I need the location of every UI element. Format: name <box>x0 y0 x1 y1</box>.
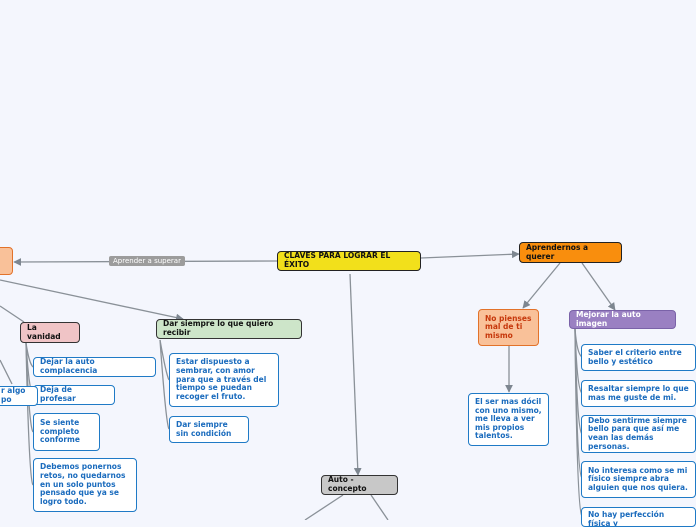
node-central-topic[interactable]: CLAVES PARA LOGRAR EL ÉXITO <box>277 251 421 271</box>
node-la-vanidad[interactable]: La vanidad <box>20 322 80 343</box>
node-mejorar-item-2[interactable]: Resaltar siempre lo que mas me guste de … <box>581 380 696 407</box>
node-dar-item-1[interactable]: Estar dispuesto a sembrar, con amor para… <box>169 353 279 407</box>
edge-left-to-dar-siempre <box>0 279 184 322</box>
node-mejorar-item-4[interactable]: No interesa como se mi físico siempre ab… <box>581 461 696 498</box>
edge-center-to-autoconcepto <box>349 273 362 476</box>
node-no-pienses[interactable]: No pienses mal de ti mismo <box>478 309 539 346</box>
node-aprendernos-a-querer[interactable]: Aprendernos a querer <box>519 242 622 263</box>
node-mejorar-item-3[interactable]: Debo sentirme siempre bello para que así… <box>581 415 696 453</box>
node-vanidad-item-3[interactable]: Se siente completo conforme <box>33 413 100 451</box>
node-mejorar-item-1[interactable]: Saber el criterio entre bello y estético <box>581 344 696 371</box>
edge-label-aprender-a-superar: Aprender a superar <box>109 256 185 266</box>
edge-aprendernos-to-mejorar <box>581 262 616 311</box>
node-dar-siempre[interactable]: Dar siempre lo que quiero recibir <box>156 319 302 339</box>
node-mejorar-item-5[interactable]: No hay perfección física y <box>581 507 696 527</box>
node-left-partial-item[interactable]: r algo po <box>0 386 38 406</box>
edge-aprendernos-to-nopienses <box>522 262 561 309</box>
node-vanidad-item-2[interactable]: Deja de profesar <box>33 385 115 405</box>
node-ser-mas-docil[interactable]: El ser mas dócil con uno mismo, me lleva… <box>468 393 549 446</box>
edge-dar-2 <box>159 339 170 430</box>
edge-autoconcepto-left <box>304 494 344 520</box>
edge-center-to-aprendernos <box>420 250 520 259</box>
node-mejorar-auto-imagen[interactable]: Mejorar la auto imagen <box>569 310 676 329</box>
edge-vanidad-4 <box>25 342 34 486</box>
node-dar-item-2[interactable]: Dar siempre sin condición <box>169 416 249 443</box>
node-vanidad-item-4[interactable]: Debemos ponernos retos, no quedarnos en … <box>33 458 137 512</box>
edge-autoconcepto-right <box>370 494 389 520</box>
edge-mejorar-5 <box>574 328 583 517</box>
edge-left-stub <box>0 359 13 385</box>
edge-left-to-vanidad <box>0 305 25 323</box>
node-vanidad-item-1[interactable]: Dejar la auto complacencia <box>33 357 156 377</box>
node-left-partial[interactable] <box>0 247 13 275</box>
node-auto-concepto[interactable]: Auto -concepto <box>321 475 398 495</box>
